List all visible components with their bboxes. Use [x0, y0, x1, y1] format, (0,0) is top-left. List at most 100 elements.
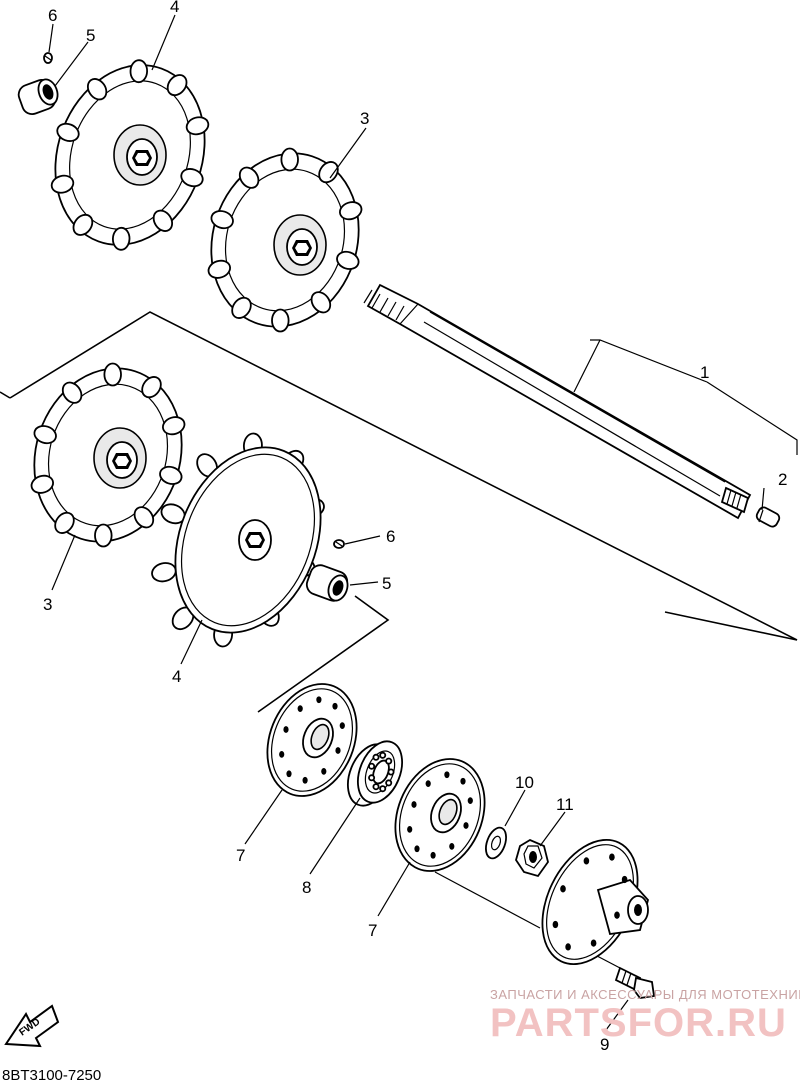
sprocket-tooth [61, 381, 83, 404]
callout-4-lower: 4 [172, 667, 181, 686]
callout-11: 11 [556, 795, 574, 814]
watermark-brand: PARTSFOR.RU [490, 1001, 787, 1045]
bolt-hole [414, 845, 420, 853]
bolt-hole [332, 702, 338, 710]
callout-3-lower: 3 [43, 595, 52, 614]
sprocket-tooth [207, 259, 231, 279]
callout-3-upper: 3 [360, 109, 369, 128]
sprocket-tooth [86, 78, 108, 101]
sprocket-tooth [162, 416, 186, 436]
bearing-ball [379, 785, 387, 793]
sprocket-tooth [166, 74, 188, 97]
bolt-hole [297, 705, 303, 712]
callout-5-lower: 5 [382, 574, 391, 593]
bearing-ball [385, 779, 393, 787]
plug [755, 506, 781, 528]
sprocket-tooth [54, 511, 75, 534]
sprocket-lower-small [30, 362, 186, 548]
bolt-hole [339, 722, 345, 729]
sprocket-tooth [111, 226, 131, 251]
bolt-hole [279, 751, 285, 758]
sprocket-tooth [185, 116, 210, 136]
callout-9: 9 [600, 1035, 609, 1054]
bolt-hole [565, 943, 571, 951]
watermark-tagline: ЗАПЧАСТИ И АКСЕССУАРЫ ДЛЯ МОТОТЕХНИКИ [490, 987, 800, 1002]
sprocket-tooth [141, 376, 162, 399]
bolt-hole [316, 696, 322, 704]
sprocket-tooth [30, 474, 54, 494]
callout-6-upper: 6 [48, 6, 57, 25]
sprocket-tooth [318, 161, 339, 184]
sprocket-tooth [33, 425, 57, 445]
sprocket-tooth [231, 296, 252, 319]
bearing-ball [372, 753, 380, 761]
sprocket-tooth [336, 250, 360, 270]
shaft-splines [363, 289, 405, 321]
drive-shaft [363, 283, 752, 520]
callout-6-lower: 6 [386, 527, 395, 546]
sprocket-tooth [210, 210, 234, 230]
bolt-hole [449, 843, 455, 850]
bolt-hole [463, 822, 469, 829]
bolt-hole [286, 770, 292, 778]
sprocket-tooth [151, 562, 177, 583]
sprocket-tooth [56, 122, 80, 142]
collar-upper [17, 78, 59, 115]
diagram-code: 8BT3100-7250 [2, 1067, 101, 1083]
bolt-hole [321, 768, 327, 775]
sprocket-tooth [339, 201, 363, 221]
callout-8: 8 [302, 878, 311, 897]
bearing-ball [387, 768, 395, 776]
bolt-hole [283, 726, 289, 733]
sprocket-lower-disc [151, 432, 325, 648]
bolt-hole [560, 885, 566, 893]
bearing-ball [379, 751, 387, 759]
bolt-hole [430, 851, 436, 859]
bolt-hole [614, 911, 620, 919]
sprocket-tooth [152, 209, 174, 232]
sprocket-upper-small [207, 147, 363, 333]
leader-lines [48, 14, 798, 1031]
bolt-hole [460, 777, 466, 785]
fwd-arrow: FWD [4, 1004, 60, 1048]
sprocket-tooth [129, 59, 149, 84]
nut [515, 838, 549, 878]
bolt-hole [621, 875, 628, 884]
watermark: ЗАПЧАСТИ И АКСЕССУАРЫ ДЛЯ МОТОТЕХНИКИ PA… [490, 987, 800, 1045]
collar-lower [305, 564, 349, 602]
callout-5-upper: 5 [86, 26, 95, 45]
washer [485, 826, 507, 860]
setscrew-lower [333, 539, 345, 549]
bearing-ball [372, 783, 380, 791]
sprocket-upper-large [50, 59, 210, 251]
sprocket-tooth [103, 362, 122, 387]
bolt-hole [407, 826, 413, 833]
sprocket-tooth [238, 166, 260, 189]
bearing-ball [385, 757, 393, 765]
bolt-hole [335, 747, 341, 754]
bolt-hole [552, 920, 559, 929]
callout-7-right: 7 [368, 921, 377, 940]
shaft-thread [720, 486, 750, 514]
bearing-housing-right [394, 758, 486, 872]
sprocket-tooth [180, 168, 204, 188]
sprocket-tooth [310, 291, 332, 314]
hub-flange [541, 838, 649, 966]
sprocket-tooth [133, 506, 155, 529]
bearing [347, 740, 403, 807]
callout-2: 2 [778, 470, 787, 489]
sprocket-tooth [271, 308, 290, 333]
bolt-hole [467, 797, 473, 804]
sprocket-tooth [280, 147, 299, 172]
callout-1: 1 [700, 363, 709, 382]
sprocket-tooth [72, 213, 94, 236]
sprocket-tooth [50, 174, 75, 194]
callout-labels: 6 5 4 3 1 2 3 4 6 5 7 8 7 10 11 9 [43, 0, 787, 1054]
bearing-ball [368, 774, 376, 782]
bolt-hole [583, 857, 590, 865]
setscrew-upper [43, 52, 53, 64]
bolt-hole [444, 771, 450, 779]
bolt-hole [590, 939, 597, 947]
